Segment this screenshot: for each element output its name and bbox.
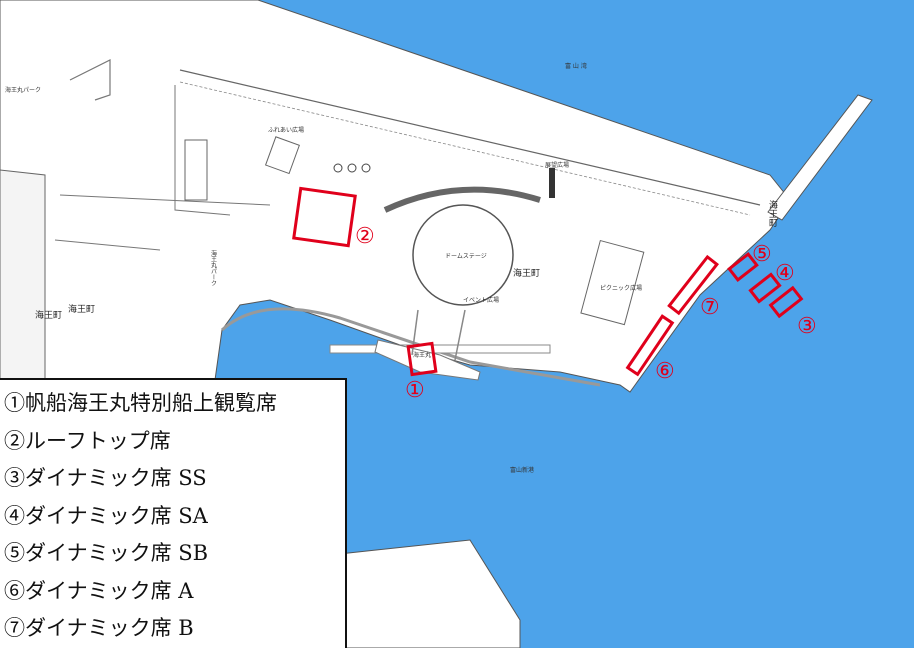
coast-road-2 [179, 81, 751, 216]
marker-5: ⑤ [752, 242, 772, 267]
legend-item-3: ③ダイナミック席 SS [4, 466, 207, 490]
label-ship: 海王丸 [413, 351, 431, 359]
building-a [184, 139, 208, 201]
tower [549, 168, 555, 198]
legend-item-4: ④ダイナミック席 SA [4, 503, 208, 528]
marker-3: ③ [797, 314, 817, 339]
legend-item-1: ①帆船海王丸特別船上観覧席 [4, 391, 277, 415]
lamp-2 [347, 163, 357, 173]
left-road-2 [54, 239, 161, 251]
seat-box-6 [625, 314, 675, 377]
label-park-vertical: 海王丸パーク [210, 249, 217, 286]
building-b [264, 136, 300, 175]
seat-box-7 [667, 254, 719, 316]
seat-box-5 [727, 251, 759, 283]
dome-stage [412, 204, 514, 306]
label-park-top: 海王丸パーク [5, 86, 41, 94]
label-town-left-b: 海王町 [68, 303, 95, 315]
legend-item-2: ②ルーフトップ席 [4, 428, 171, 453]
marker-7: ⑦ [700, 295, 720, 320]
label-fureai-plaza: ふれあい広場 [268, 126, 304, 134]
coast-road [179, 69, 761, 206]
ship-mast-2 [454, 309, 466, 361]
label-town-main: 海王町 [513, 267, 540, 279]
building-c [580, 239, 645, 326]
park-road [69, 59, 111, 101]
legend-item-7: ⑦ダイナミック席 B [4, 616, 194, 640]
lamp-3 [361, 163, 371, 173]
waterfront-edge [220, 307, 601, 387]
lamp-1 [333, 163, 343, 173]
label-event-plaza: イベント広場 [463, 296, 499, 304]
ship-pier [329, 344, 551, 354]
marker-1: ① [405, 378, 425, 403]
label-observation-plaza: 展望広場 [545, 161, 569, 169]
seat-box-1 [406, 341, 438, 377]
legend-item-6: ⑥ダイナミック席 A [4, 578, 194, 603]
label-picnic-plaza: ピクニック広場 [600, 284, 642, 292]
label-stage: ドームステージ [445, 253, 487, 260]
marker-6: ⑥ [655, 359, 675, 384]
marker-4: ④ [775, 261, 795, 286]
breakwater [767, 94, 873, 221]
label-town-vertical: 海王町 [767, 199, 778, 227]
ship-hull [374, 339, 481, 381]
label-town-left-a: 海王町 [35, 309, 62, 321]
seat-box-2 [292, 186, 357, 248]
inner-road [174, 85, 231, 216]
seat-box-3 [768, 285, 804, 319]
seat-box-4 [748, 272, 782, 304]
label-bay: 富 山 湾 [565, 62, 587, 70]
legend-box: ①帆船海王丸特別船上観覧席 ②ルーフトップ席 ③ダイナミック席 SS ④ダイナミ… [0, 378, 347, 648]
marker-2: ② [355, 224, 375, 249]
label-new-port: 富山新港 [510, 466, 534, 474]
left-road [59, 194, 271, 206]
legend-item-5: ⑤ダイナミック席 SB [4, 541, 209, 565]
stage-arc-inner [389, 194, 536, 217]
stage-arc [383, 186, 541, 213]
